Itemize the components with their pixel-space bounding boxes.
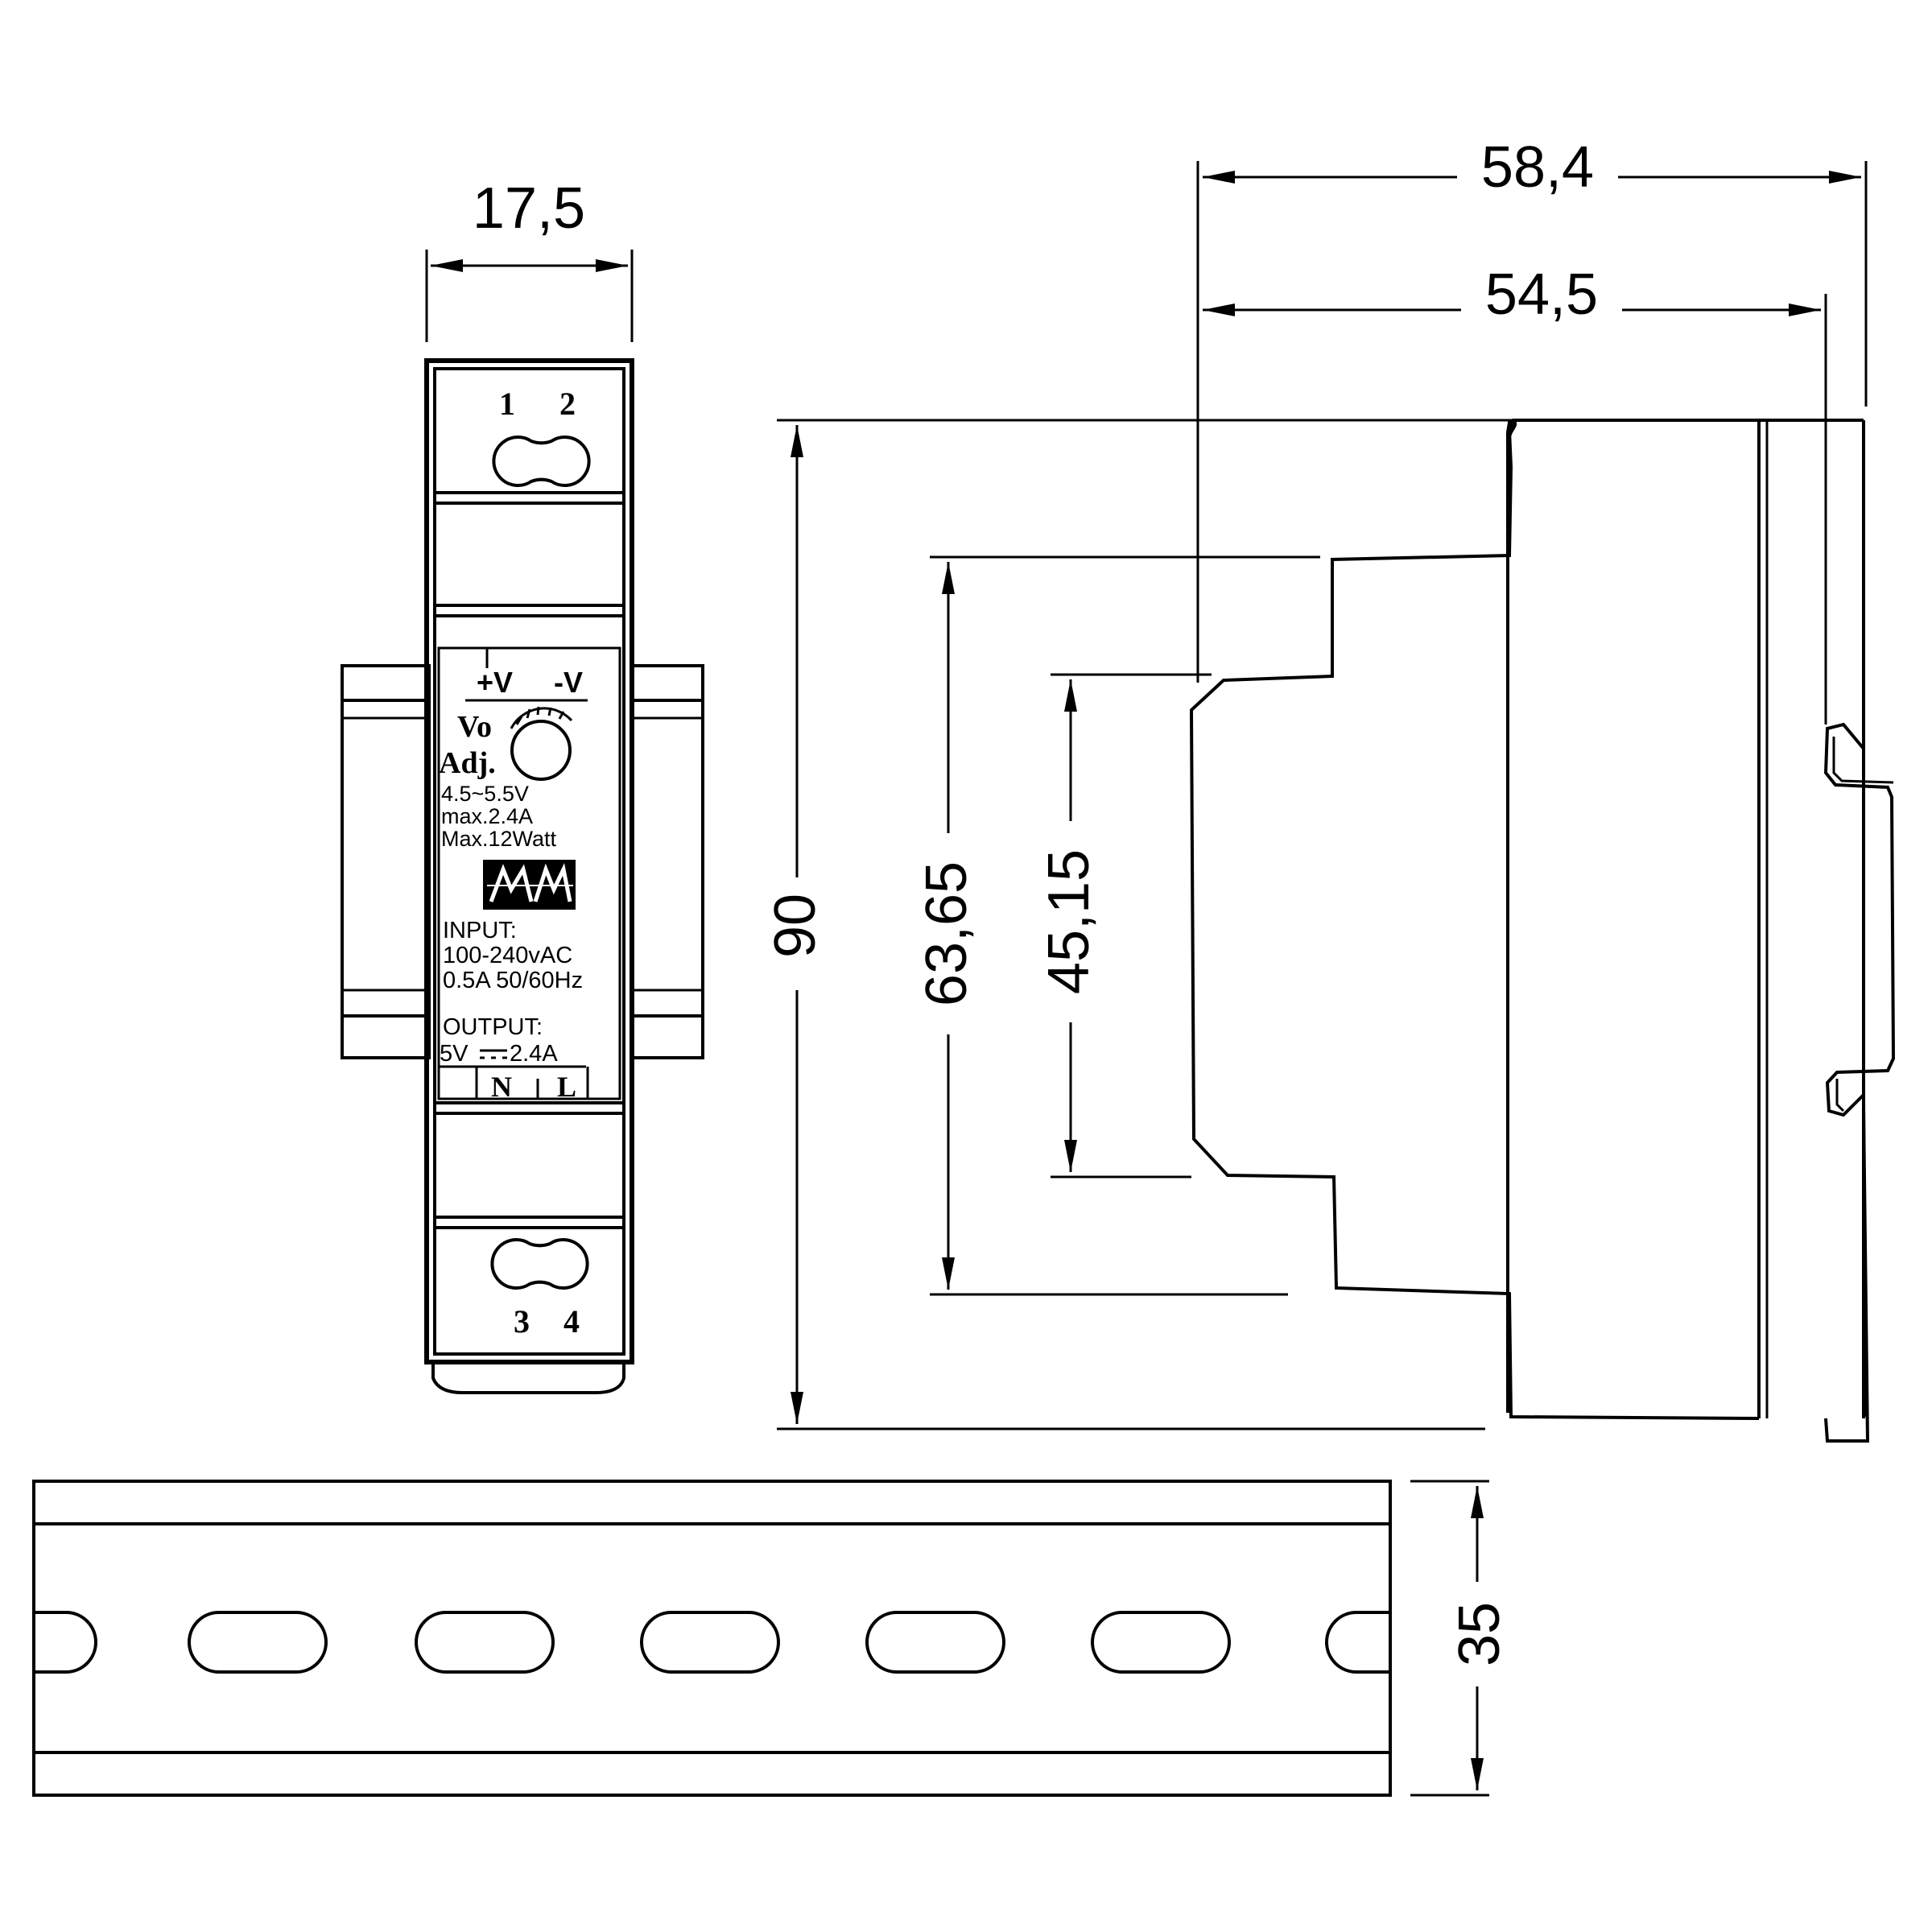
dimension-rail-height-value: 35 bbox=[1447, 1602, 1512, 1666]
dc-symbol-icon bbox=[480, 1049, 507, 1059]
dimension-width-value: 17,5 bbox=[473, 176, 585, 241]
dimension-height-step1-value: 63,65 bbox=[914, 861, 979, 1006]
dimension-depth-total: 58,4 bbox=[1196, 135, 1868, 683]
terminal-label-4: 4 bbox=[564, 1303, 580, 1340]
terminal-label-1: 1 bbox=[499, 386, 515, 422]
adjust-knob-icon bbox=[510, 706, 573, 781]
terminal-l: L bbox=[557, 1071, 576, 1103]
terminal-plus-v: +V bbox=[477, 666, 513, 699]
terminal-minus-v: -V bbox=[554, 666, 583, 699]
input-current-freq: 0.5A 50/60Hz bbox=[443, 968, 583, 993]
din-rail: 35 bbox=[32, 1480, 1512, 1797]
output-voltage: 5V bbox=[440, 1041, 469, 1067]
rail-slot-right-icon bbox=[1325, 1611, 1390, 1674]
rail-slot-left-icon bbox=[34, 1611, 97, 1674]
terminal-block-bottom: 3 4 bbox=[490, 1238, 589, 1340]
output-current: 2.4A bbox=[510, 1041, 558, 1067]
rail-slot-icon bbox=[415, 1611, 555, 1674]
dimension-depth-body-value: 54,5 bbox=[1485, 262, 1598, 327]
housing-side-outline bbox=[1506, 421, 1513, 1413]
housing-front bbox=[424, 358, 634, 1394]
dimension-height-total: 90 bbox=[763, 419, 1622, 1430]
dimension-height-step1: 63,65 bbox=[914, 555, 1320, 1296]
din-clip-profile bbox=[1823, 420, 1896, 1418]
dimension-width: 17,5 bbox=[425, 176, 634, 342]
terminal-screw-bottom-icon bbox=[490, 1238, 589, 1290]
terminal-screw-top-icon bbox=[492, 436, 591, 487]
terminal-label-3: 3 bbox=[514, 1303, 530, 1340]
rail-clip-left bbox=[341, 664, 431, 1059]
terminal-n: N bbox=[491, 1071, 512, 1103]
terminal-label-2: 2 bbox=[559, 386, 576, 422]
terminal-block-top: 1 2 bbox=[492, 386, 591, 487]
dimension-height-total-value: 90 bbox=[763, 894, 828, 958]
rail-slot-icon bbox=[1091, 1611, 1231, 1674]
adj-label-vo: Vo bbox=[457, 710, 492, 744]
front-label: +V -V Vo Adj. 4.5~5.5V max.2.4A Max.12Wa… bbox=[439, 666, 589, 1103]
rail-slot-icon bbox=[865, 1611, 1005, 1674]
front-view: 1 2 3 4 +V -V Vo Adj. 4.5~5.5V max.2.4A bbox=[341, 176, 704, 1394]
spec-max-current: max.2.4A bbox=[441, 804, 533, 828]
rail-clip-right bbox=[630, 664, 704, 1059]
input-voltage: 100-240vAC bbox=[443, 943, 572, 968]
spec-max-power: Max.12Watt bbox=[441, 827, 557, 851]
side-view: 90 63,65 45,15 58,4 bbox=[763, 135, 1896, 1443]
dimension-height-step2: 45,15 bbox=[1037, 673, 1212, 1179]
dimension-rail-height: 35 bbox=[1410, 1480, 1512, 1797]
brand-logo-icon bbox=[483, 860, 576, 910]
adj-label-adj: Adj. bbox=[439, 746, 496, 780]
input-title: INPUT: bbox=[443, 918, 517, 943]
rail-slot-icon bbox=[640, 1611, 780, 1674]
dimension-depth-body: 54,5 bbox=[1203, 262, 1827, 724]
rail-slot-icon bbox=[188, 1611, 328, 1674]
dimension-depth-total-value: 58,4 bbox=[1481, 135, 1594, 200]
dimension-height-step2-value: 45,15 bbox=[1037, 849, 1101, 994]
spec-voltage-range: 4.5~5.5V bbox=[441, 782, 529, 806]
output-title: OUTPUT: bbox=[443, 1014, 543, 1040]
